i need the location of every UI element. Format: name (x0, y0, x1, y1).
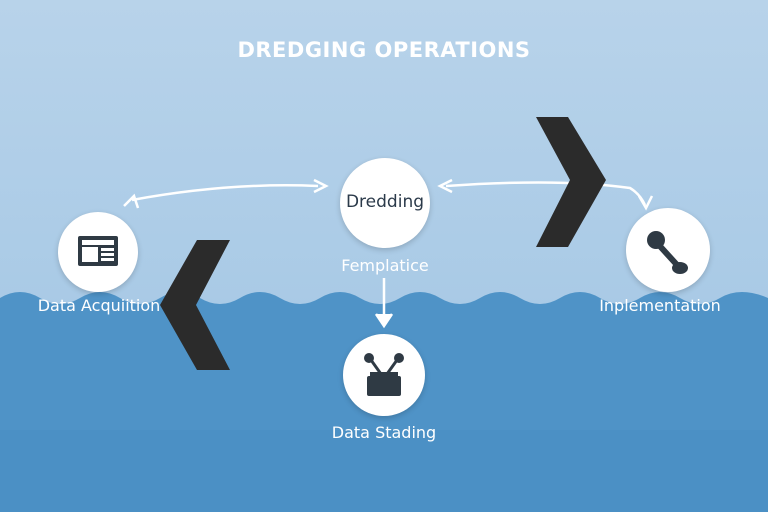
node-implementation-label: Inplementation (599, 296, 721, 315)
sensor-device-icon (364, 353, 404, 396)
chevron-right-shape (536, 117, 606, 247)
connector-center-right (437, 178, 654, 211)
node-data-staging (343, 334, 425, 416)
chevron-left-shape (160, 240, 230, 370)
node-data-staging-label: Data Stading (331, 423, 437, 442)
node-implementation (626, 208, 710, 292)
node-data-acquisition-label: Data Acquiition (37, 296, 161, 315)
node-dredging (340, 158, 430, 248)
connector-center-bottom (374, 278, 394, 329)
dredge-arm-icon (647, 231, 688, 274)
node-dredging-sublabel: Femplatice (341, 256, 429, 275)
diagram-title: DREDGING OPERATIONS (237, 38, 531, 62)
monitor-icon (78, 236, 118, 266)
connector-left-center (123, 178, 329, 209)
node-data-acquisition (58, 212, 138, 292)
node-dredging-label: Dredding (345, 192, 425, 212)
water-deep-band (0, 430, 768, 512)
